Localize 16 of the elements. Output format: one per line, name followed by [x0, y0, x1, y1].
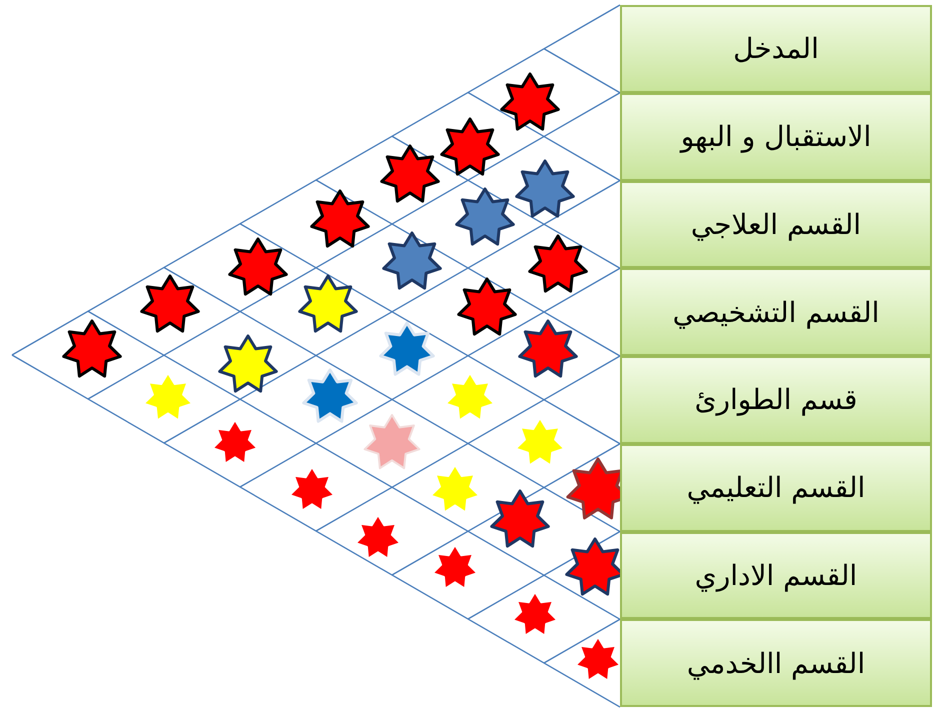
department-box — [620, 180, 932, 268]
department-label: القسم التشخيصي — [672, 294, 880, 330]
department-label: الاستقبال و البهو — [680, 119, 872, 154]
department-label: القسم التعليمي — [686, 470, 866, 506]
department-label: القسم االخدمي — [686, 646, 866, 681]
department-box — [620, 444, 932, 532]
department-box — [620, 356, 932, 444]
department-label: المدخل — [733, 31, 819, 66]
department-box — [620, 92, 932, 180]
department-box — [620, 619, 932, 707]
department-box — [620, 532, 932, 620]
department-label: القسم العلاجي — [690, 206, 862, 242]
department-box — [620, 268, 932, 356]
department-label: قسم الطوارئ — [694, 382, 858, 418]
department-label: القسم الاداري — [694, 558, 858, 593]
department-box — [620, 5, 932, 93]
